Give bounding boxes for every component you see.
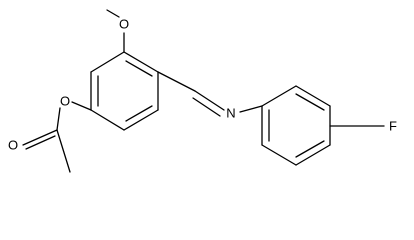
- ring-bond-c4-c5: [90, 109, 125, 131]
- ring-inner-double-bond-1: [125, 60, 153, 77]
- ring-bond-c3-c4: [123, 109, 159, 131]
- imine-nitrogen-label: N: [226, 106, 235, 121]
- imine-double-bond-outer: [194, 90, 225, 111]
- left-benzene-ring: [90, 51, 159, 131]
- aryl-ring-bond-5: [261, 144, 297, 166]
- ring-to-imine-carbon-bond: [157, 71, 196, 92]
- ring-bond-c1-c2: [123, 51, 159, 73]
- ring-inner-double-bond-2: [125, 105, 153, 122]
- aryl-ring-bond-2: [295, 85, 331, 107]
- ring-to-ester-oxygen-bond: [71, 101, 92, 111]
- methoxy-group: O: [106, 9, 129, 53]
- nitrogen-to-aryl-bond: [239, 105, 263, 113]
- right-benzene-ring: [261, 85, 331, 166]
- carbonyl-double-bond-outer: [22, 129, 58, 146]
- fluorine-substituent: F: [329, 119, 397, 134]
- fluorine-label: F: [389, 119, 397, 134]
- aryl-inner-double-bond-1: [295, 93, 325, 111]
- ring-bond-c6-c1: [90, 51, 125, 73]
- aryl-inner-double-bond-2: [295, 140, 325, 158]
- methoxy-oxygen-label: O: [119, 17, 129, 32]
- methyl-to-oxygen-bond: [106, 9, 120, 18]
- carbonyl-oxygen-label: O: [8, 138, 18, 153]
- chemical-structure-diagram: O O O N: [8, 9, 397, 173]
- carbonyl-double-bond-inner: [25, 135, 56, 150]
- ester-oxygen-to-carbonyl-bond: [56, 107, 61, 131]
- carbonyl-to-methyl-bond: [56, 129, 71, 173]
- aryl-ring-bond-1: [261, 85, 297, 107]
- ester-oxygen-label: O: [60, 94, 70, 109]
- imine-linker: N: [157, 71, 263, 121]
- acetoxy-group: O O: [8, 94, 92, 173]
- imine-double-bond-inner: [192, 97, 221, 117]
- aryl-ring-bond-4: [295, 144, 331, 166]
